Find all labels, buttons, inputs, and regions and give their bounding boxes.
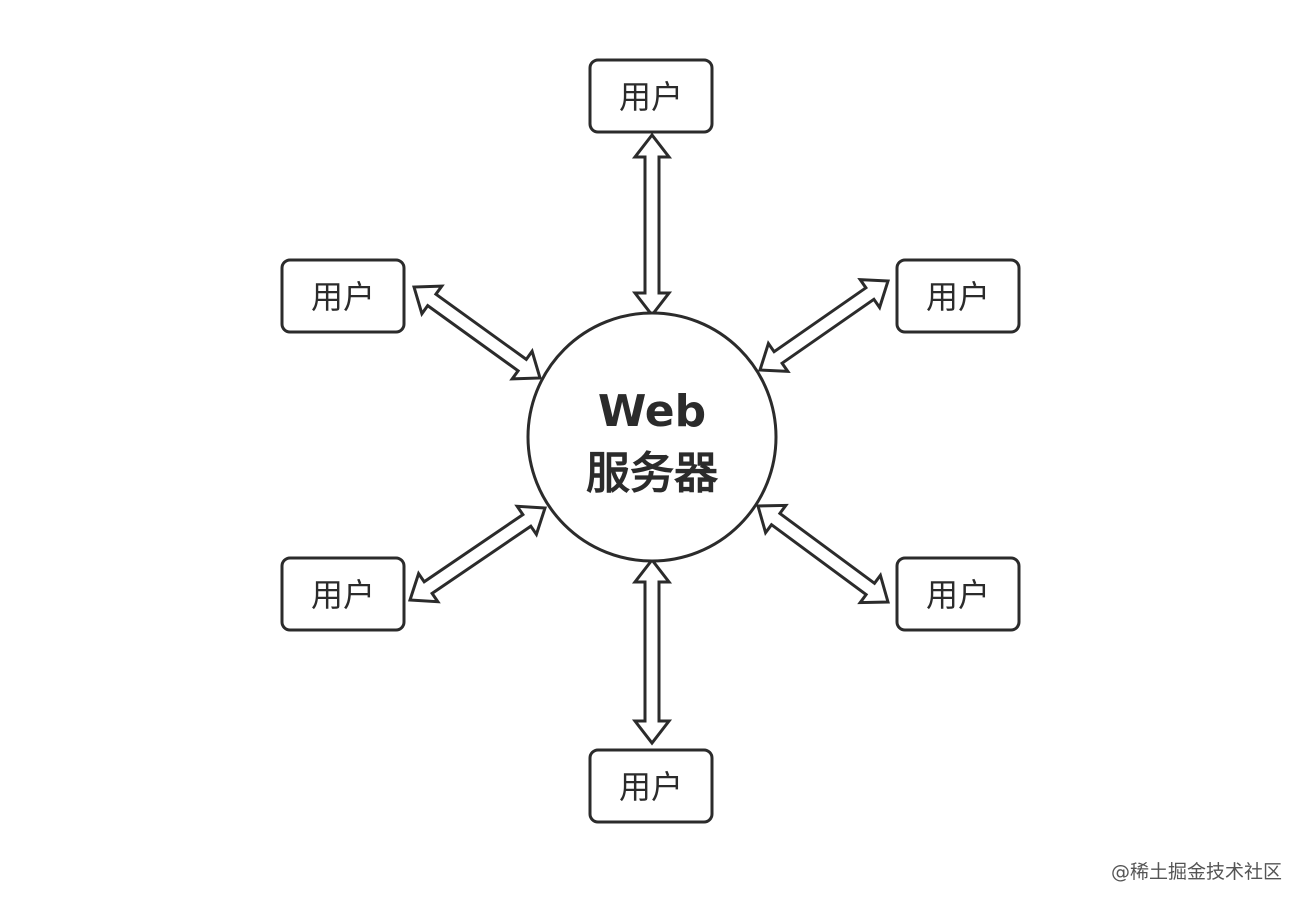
user-box: [895, 258, 1021, 334]
user-label: 用户: [311, 576, 375, 614]
user-box: [588, 58, 714, 134]
arrow-bottom: [631, 557, 673, 746]
user-node-upper-right: 用户: [895, 258, 1021, 334]
user-label: 用户: [926, 278, 990, 316]
server-label-line1: Web: [598, 386, 706, 437]
user-node-lower-right: 用户: [895, 556, 1021, 632]
arrow-top: [631, 132, 673, 318]
arrows-group: [407, 132, 891, 746]
user-node-upper-left: 用户: [280, 258, 406, 334]
user-box: [280, 556, 406, 632]
user-node-lower-left: 用户: [280, 556, 406, 632]
user-box: [280, 258, 406, 334]
user-box: [895, 556, 1021, 632]
server-label-line2: 服务器: [586, 448, 719, 499]
user-node-top: 用户: [588, 58, 714, 134]
user-label: 用户: [311, 278, 375, 316]
arrow-upper-right: [757, 277, 891, 374]
server-circle: [526, 311, 778, 563]
user-label: 用户: [619, 78, 683, 116]
arrow-upper-left: [412, 284, 542, 381]
arrow-lower-left: [407, 504, 548, 604]
user-box: [588, 748, 714, 824]
watermark-text: @稀土掘金技术社区: [1110, 861, 1282, 883]
web-server-node: Web 服务器: [526, 311, 778, 563]
user-label: 用户: [926, 576, 990, 614]
arrow-lower-right: [756, 503, 890, 605]
user-label: 用户: [619, 768, 683, 806]
user-node-bottom: 用户: [588, 748, 714, 824]
